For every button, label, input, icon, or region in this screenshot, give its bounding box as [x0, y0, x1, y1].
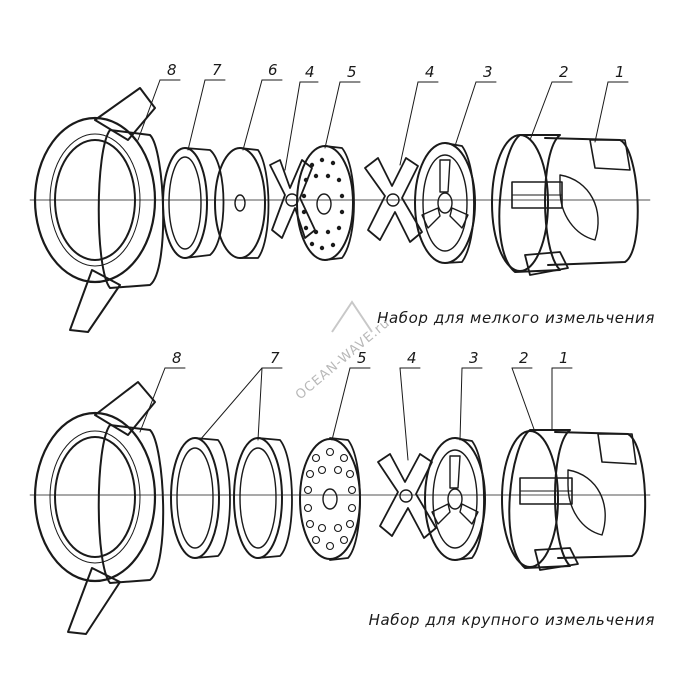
bottom-caption: Набор для крупного измельчения	[369, 611, 655, 629]
fine-set-assembly: 8 7 6 4 5 4 3 2 1 Набор для мелкого изме…	[29, 61, 655, 333]
top-part-1-body	[511, 137, 639, 266]
top-label-4a: 4	[305, 63, 315, 81]
watermark-text: OCEAN-WAVE.ru	[293, 316, 393, 404]
bottom-part-1-body	[519, 431, 647, 559]
bottom-part-3-grid	[424, 437, 486, 561]
top-part-4-knife	[364, 157, 423, 243]
top-part-4-small-knife	[269, 159, 316, 239]
top-part-5-hole-plate	[296, 145, 355, 261]
top-part-2-housing-ring	[491, 134, 569, 276]
bottom-label-4: 4	[407, 349, 417, 367]
bottom-label-7: 7	[270, 349, 280, 367]
top-label-2: 2	[559, 63, 569, 81]
top-label-6: 6	[268, 61, 278, 79]
top-label-3: 3	[483, 63, 493, 81]
bottom-part-8-nut	[33, 381, 165, 635]
top-label-1: 1	[615, 63, 625, 81]
coarse-set-assembly: 8 7 5 4 3 2 1 Набор для крупного измельч…	[29, 349, 655, 635]
top-part-3-grid	[414, 142, 476, 264]
bottom-part-7-ring-b	[233, 437, 293, 559]
top-label-4b: 4	[425, 63, 435, 81]
bottom-part-7-ring-a	[170, 437, 231, 559]
bottom-label-1: 1	[559, 349, 569, 367]
top-label-5: 5	[347, 63, 357, 81]
bottom-label-8: 8	[172, 349, 182, 367]
bottom-label-2: 2	[519, 349, 529, 367]
watermark-logo-icon	[331, 300, 373, 333]
top-part-7-ring	[162, 147, 225, 259]
bottom-leader-lines	[139, 367, 573, 461]
top-part-8-nut	[33, 87, 165, 333]
bottom-part-4-knife	[377, 453, 437, 539]
bottom-label-3: 3	[469, 349, 479, 367]
bottom-part-2-housing-ring	[501, 429, 579, 571]
top-leader-lines	[137, 79, 629, 171]
top-part-6-fine-plate	[214, 147, 270, 259]
top-label-8: 8	[167, 61, 177, 79]
top-caption: Набор для мелкого измельчения	[377, 309, 655, 327]
bottom-label-5: 5	[357, 349, 367, 367]
bottom-part-5-coarse-plate	[299, 437, 361, 561]
top-label-7: 7	[212, 61, 222, 79]
